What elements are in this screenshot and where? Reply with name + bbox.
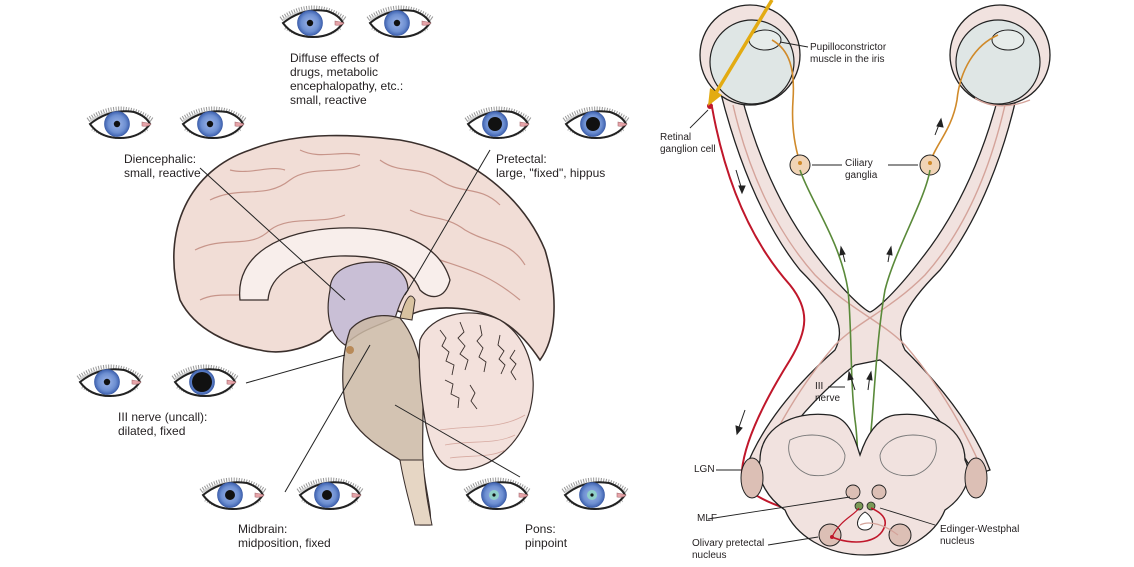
pupillary-light-reflex-pathway bbox=[689, 0, 1051, 556]
label-pons: Pons: pinpoint bbox=[525, 522, 568, 550]
eye-pretectal-left bbox=[564, 109, 628, 138]
eye-diencephalic-right bbox=[88, 109, 152, 138]
pupil-small bbox=[103, 378, 111, 386]
leader-lines-left bbox=[199, 149, 521, 493]
label-olivary-pretectal: Olivary pretectal nucleus bbox=[692, 538, 765, 561]
pupil-dilated bbox=[192, 372, 212, 392]
pupil-large bbox=[488, 117, 502, 131]
pupil-large bbox=[586, 117, 600, 131]
pupil-small bbox=[206, 120, 214, 128]
left-eye-globe bbox=[699, 4, 801, 106]
oculomotor-nucleus bbox=[346, 346, 354, 354]
midbrain-section bbox=[740, 413, 988, 556]
light-ray-arrow bbox=[708, 0, 774, 106]
eye-diencephalic-left bbox=[181, 109, 245, 138]
eye-pretectal-right bbox=[466, 109, 530, 138]
pupil-pinpoint bbox=[590, 493, 594, 497]
pupil-mid bbox=[225, 490, 235, 500]
pupil-small bbox=[393, 19, 401, 27]
eye-pons-left bbox=[563, 480, 627, 509]
brain-midsagittal bbox=[173, 134, 555, 526]
right-eye-globe bbox=[949, 4, 1051, 107]
label-diencephalic: Diencephalic: small, reactive bbox=[124, 152, 201, 180]
label-mlf: MLF bbox=[697, 513, 717, 524]
pupil-small bbox=[306, 19, 314, 27]
pupil-eyes bbox=[78, 8, 628, 509]
eye-iii-nerve-left bbox=[173, 367, 237, 396]
eye-pons-right bbox=[465, 480, 529, 509]
eye-midbrain-left bbox=[298, 480, 362, 509]
pupil-small bbox=[113, 120, 121, 128]
pupil-mid bbox=[322, 490, 332, 500]
eye-midbrain-right bbox=[201, 480, 265, 509]
eye-diffuse-left bbox=[368, 8, 432, 37]
eye-iii-nerve-right bbox=[78, 367, 142, 396]
label-retinal-ganglion: Retinal ganglion cell bbox=[660, 132, 716, 155]
label-midbrain: Midbrain: midposition, fixed bbox=[238, 522, 331, 550]
label-edinger-westphal: Edinger-Westphal nucleus bbox=[940, 524, 1020, 547]
eye-diffuse-right bbox=[281, 8, 345, 37]
label-iii-nerve-right: III nerve bbox=[815, 381, 841, 404]
pupil-pinpoint bbox=[492, 493, 496, 497]
lgn-left bbox=[740, 457, 764, 499]
label-lgn: LGN bbox=[694, 464, 715, 475]
label-ciliary-ganglia: Ciliary ganglia bbox=[845, 158, 878, 181]
label-iii-nerve: III nerve (uncall): dilated, fixed bbox=[118, 410, 208, 438]
leader-lines-right bbox=[689, 41, 936, 546]
cerebellum bbox=[418, 312, 534, 471]
lgn-right bbox=[964, 457, 988, 499]
label-pretectal: Pretectal: large, "fixed", hippus bbox=[496, 152, 606, 180]
label-diffuse: Diffuse effects of drugs, metabolic ence… bbox=[290, 51, 404, 107]
label-pupilloconstrictor: Pupilloconstrictor muscle in the iris bbox=[810, 42, 887, 65]
